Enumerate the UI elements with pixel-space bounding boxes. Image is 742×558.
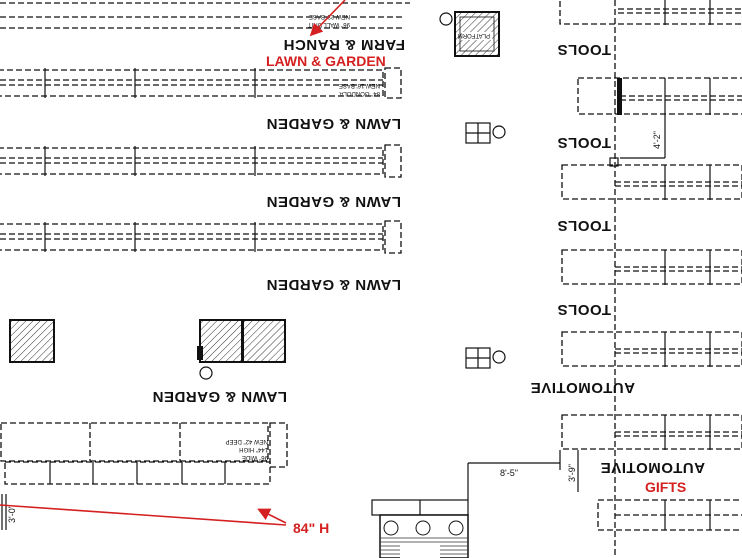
- label-tools-3: TOOLS: [557, 217, 611, 234]
- label-tools-1: TOOLS: [557, 41, 611, 58]
- note-high: 144" HIGH: [239, 446, 268, 452]
- platform-top: PLATFORM: [439, 11, 500, 57]
- gondola-dividers: [44, 68, 256, 252]
- note-base-16: NEW 16' BASE: [339, 82, 380, 88]
- note-wall-unit-group: 96" WALL UNIT NEW 22' BASE: [308, 13, 350, 27]
- label-lawn-garden-2: LAWN & GARDEN: [266, 193, 401, 210]
- right-dividers: [664, 0, 711, 530]
- annotation-arrow-lawn-garden: [309, 0, 346, 37]
- label-automotive-2: AUTOMOTIVE: [600, 459, 705, 476]
- label-tools-4: TOOLS: [557, 301, 611, 318]
- note-wide: 96" WIDE: [242, 454, 268, 460]
- label-lawn-garden-1: LAWN & GARDEN: [266, 115, 401, 132]
- dimension-label-3-0: 3'-0": [7, 505, 17, 523]
- dimension-8-5: 8'-5": [467, 450, 561, 500]
- fixture-left-edge: 3'-0": [1, 494, 17, 530]
- gondola-run-2: [0, 144, 402, 178]
- dimension-label-3-9: 3'-9": [567, 464, 577, 482]
- label-lawn-garden-3: LAWN & GARDEN: [266, 276, 401, 293]
- note-bottom-left: 96" WIDE 144" HIGH NEW 42" DEEP: [226, 438, 268, 460]
- note-gondola: 84" GONDOLA: [340, 90, 380, 96]
- annotation-lawn-garden: LAWN & GARDEN: [266, 53, 386, 69]
- right-gondolas: [559, 0, 742, 531]
- annotation-gifts: GIFTS: [645, 479, 686, 495]
- note-deep: NEW 42" DEEP: [226, 438, 268, 444]
- annotation-arrow-84h: [257, 508, 287, 524]
- fixture-bottom-center: [371, 499, 469, 558]
- dimension-label-4-2: 4'-2": [652, 131, 662, 149]
- dimension-3-9: 3'-9": [567, 450, 579, 492]
- dimension-label-8-5: 8'-5": [500, 468, 518, 478]
- label-tools-2: TOOLS: [557, 134, 611, 151]
- label-lawn-garden-4: LAWN & GARDEN: [152, 388, 287, 405]
- gondola-run-top: [0, 2, 410, 29]
- annotation-84h: 84" H: [293, 520, 329, 536]
- fixture-bottom-left: [0, 422, 288, 485]
- dimension-4-2: 4'-2": [620, 115, 666, 159]
- fixture-square-1: [465, 122, 506, 144]
- platform-center: [197, 319, 286, 380]
- note-gondola-group: 84" GONDOLA NEW 16' BASE: [339, 82, 380, 96]
- gondola-run-1: [0, 67, 402, 99]
- note-wall-unit: 96" WALL UNIT: [308, 21, 350, 27]
- platform-left: [9, 319, 55, 363]
- annotation-line-84h: [0, 504, 287, 526]
- gondola-run-3: [0, 220, 402, 254]
- platform-label: PLATFORM: [458, 32, 490, 38]
- label-automotive-1: AUTOMOTIVE: [530, 379, 635, 396]
- label-farm-ranch: FARM & RANCH: [283, 36, 405, 53]
- fixture-square-2: [465, 347, 506, 369]
